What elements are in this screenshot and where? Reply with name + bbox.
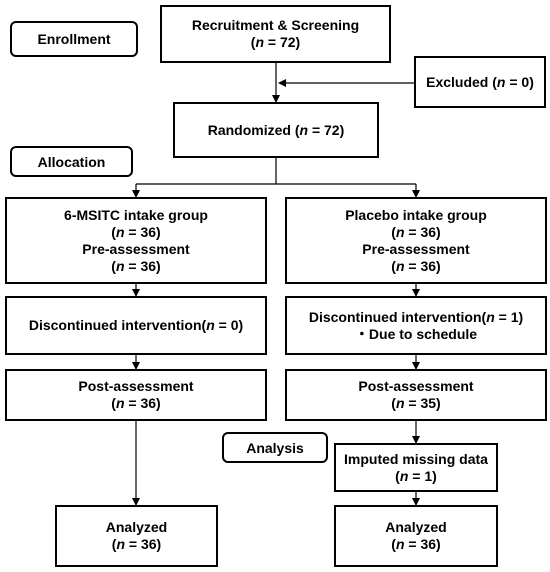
stage-analysis: Analysis [222,432,328,463]
imputed-missing-data-box: Imputed missing data (n = 1) [334,443,498,492]
placebo-group-box: Placebo intake group (n = 36) Pre-assess… [285,197,547,284]
recruitment-box: Recruitment & Screening (n = 72) [160,5,391,63]
placebo-discontinued-box: Discontinued intervention(n = 1) ・Due to… [285,296,547,355]
msitc-analyzed-box: Analyzed (n = 36) [55,505,218,567]
randomized-box: Randomized (n = 72) [173,102,379,158]
msitc-post-assessment-box: Post-assessment (n = 36) [5,369,267,421]
msitc-discontinued-box: Discontinued intervention(n = 0) [5,296,267,355]
excluded-box: Excluded (n = 0) [414,56,546,108]
stage-allocation: Allocation [10,146,133,177]
placebo-post-assessment-box: Post-assessment (n = 35) [285,369,547,421]
stage-enrollment: Enrollment [10,21,138,57]
msitc-group-box: 6-MSITC intake group (n = 36) Pre-assess… [5,197,267,284]
placebo-analyzed-box: Analyzed (n = 36) [334,505,498,567]
